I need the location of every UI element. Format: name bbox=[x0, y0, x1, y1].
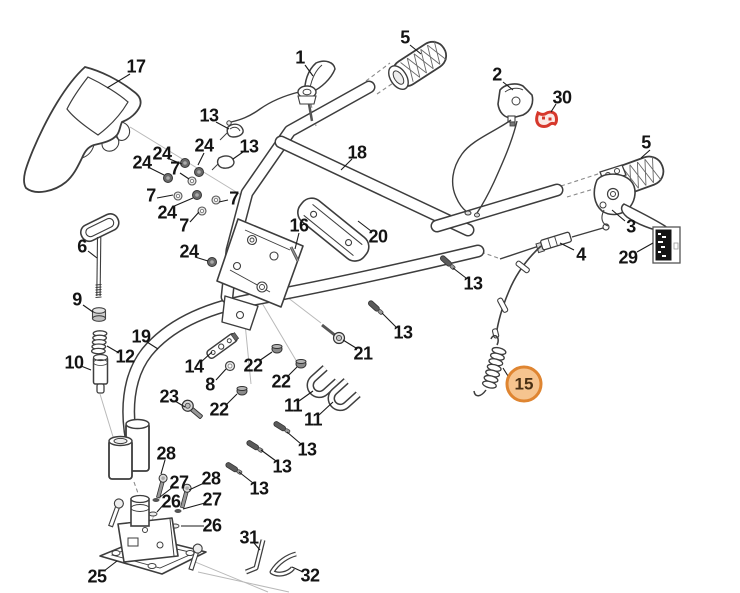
part-label-13[interactable]: 13 bbox=[199, 105, 219, 126]
part-label-7[interactable]: 7 bbox=[170, 158, 180, 179]
nut-24 bbox=[163, 158, 217, 267]
part-label-19[interactable]: 19 bbox=[131, 326, 151, 347]
cable-and-spring-15 bbox=[473, 245, 542, 397]
part-label-4[interactable]: 4 bbox=[576, 244, 586, 265]
part-label-27[interactable]: 27 bbox=[169, 472, 189, 493]
part-20-cover-plate bbox=[297, 197, 370, 262]
part-label-24[interactable]: 24 bbox=[179, 241, 199, 262]
part-label-26[interactable]: 26 bbox=[161, 491, 181, 512]
part-label-7[interactable]: 7 bbox=[179, 215, 189, 236]
part-label-8[interactable]: 8 bbox=[205, 374, 215, 395]
part-9-nut bbox=[91, 307, 107, 322]
part-label-7[interactable]: 7 bbox=[229, 188, 239, 209]
selected-part-marker-15[interactable]: 15 bbox=[505, 365, 543, 403]
part-label-10[interactable]: 10 bbox=[64, 352, 84, 373]
part-label-17[interactable]: 17 bbox=[126, 56, 146, 77]
part-label-5[interactable]: 5 bbox=[400, 27, 410, 48]
part-17-cover bbox=[23, 66, 142, 193]
part-29-label-sticker bbox=[652, 226, 681, 264]
part-23-bolt bbox=[181, 399, 203, 419]
part-30-clip-highlight-red bbox=[535, 110, 558, 128]
part-6-handle-bolt bbox=[79, 213, 120, 298]
part-label-22[interactable]: 22 bbox=[271, 371, 291, 392]
part-32-bracket bbox=[269, 551, 297, 577]
part-label-13[interactable]: 13 bbox=[239, 136, 259, 157]
part-label-12[interactable]: 12 bbox=[115, 346, 135, 367]
part-16-pin bbox=[289, 246, 300, 262]
part-label-30[interactable]: 30 bbox=[552, 87, 572, 108]
part-label-13[interactable]: 13 bbox=[249, 478, 269, 499]
part-label-7[interactable]: 7 bbox=[146, 185, 156, 206]
bolt-21 bbox=[321, 323, 346, 345]
part-label-5[interactable]: 5 bbox=[641, 132, 651, 153]
part-label-31[interactable]: 31 bbox=[239, 527, 259, 548]
part-label-23[interactable]: 23 bbox=[159, 386, 179, 407]
lower-handlebar-tube-19 bbox=[122, 244, 485, 459]
part-label-24[interactable]: 24 bbox=[194, 135, 214, 156]
part-label-13[interactable]: 13 bbox=[297, 439, 317, 460]
part-label-20[interactable]: 20 bbox=[368, 226, 388, 247]
part-label-27[interactable]: 27 bbox=[202, 489, 222, 510]
part-label-3[interactable]: 3 bbox=[626, 216, 636, 237]
part-25-base-mount bbox=[99, 494, 207, 575]
part-label-22[interactable]: 22 bbox=[243, 355, 263, 376]
leader-lines bbox=[80, 44, 654, 573]
part-label-16[interactable]: 16 bbox=[289, 215, 309, 236]
part-label-29[interactable]: 29 bbox=[618, 247, 638, 268]
part-label-6[interactable]: 6 bbox=[77, 236, 87, 257]
part-label-32[interactable]: 32 bbox=[300, 565, 320, 586]
part-label-24[interactable]: 24 bbox=[132, 152, 152, 173]
nuts-22 bbox=[236, 344, 307, 396]
part-label-21[interactable]: 21 bbox=[353, 343, 373, 364]
part-label-2[interactable]: 2 bbox=[492, 64, 502, 85]
part-label-24[interactable]: 24 bbox=[152, 143, 172, 164]
part-label-25[interactable]: 25 bbox=[87, 566, 107, 587]
part-label-14[interactable]: 14 bbox=[184, 356, 204, 377]
part-label-18[interactable]: 18 bbox=[347, 142, 367, 163]
part-1-lever bbox=[226, 60, 336, 126]
part-label-22[interactable]: 22 bbox=[209, 399, 229, 420]
mounting-plate bbox=[216, 218, 304, 331]
nuts-24-washers-7 bbox=[163, 158, 221, 267]
part-label-28[interactable]: 28 bbox=[156, 443, 176, 464]
part-8-washer bbox=[224, 360, 236, 372]
dashed-connectors bbox=[133, 62, 608, 497]
handlebar-end-sleeve bbox=[108, 418, 150, 480]
part-label-1[interactable]: 1 bbox=[295, 47, 305, 68]
part-label-28[interactable]: 28 bbox=[201, 468, 221, 489]
part-2-switch-housing bbox=[451, 83, 534, 218]
part-label-11[interactable]: 11 bbox=[303, 409, 323, 430]
part-label-26[interactable]: 26 bbox=[202, 515, 222, 536]
part-3-throttle-lever bbox=[593, 164, 669, 233]
part-10-pin bbox=[92, 353, 109, 394]
clips-13 bbox=[211, 123, 244, 171]
part-5-grip-top bbox=[388, 40, 448, 91]
part-label-13[interactable]: 13 bbox=[393, 322, 413, 343]
part-label-24[interactable]: 24 bbox=[157, 202, 177, 223]
part-12-spring bbox=[90, 330, 108, 355]
part-31-bracket bbox=[245, 539, 266, 575]
part-label-9[interactable]: 9 bbox=[72, 289, 82, 310]
part-label-13[interactable]: 13 bbox=[463, 273, 483, 294]
part-label-13[interactable]: 13 bbox=[272, 456, 292, 477]
pins-13 bbox=[225, 255, 456, 475]
part-label-11[interactable]: 11 bbox=[283, 395, 303, 416]
